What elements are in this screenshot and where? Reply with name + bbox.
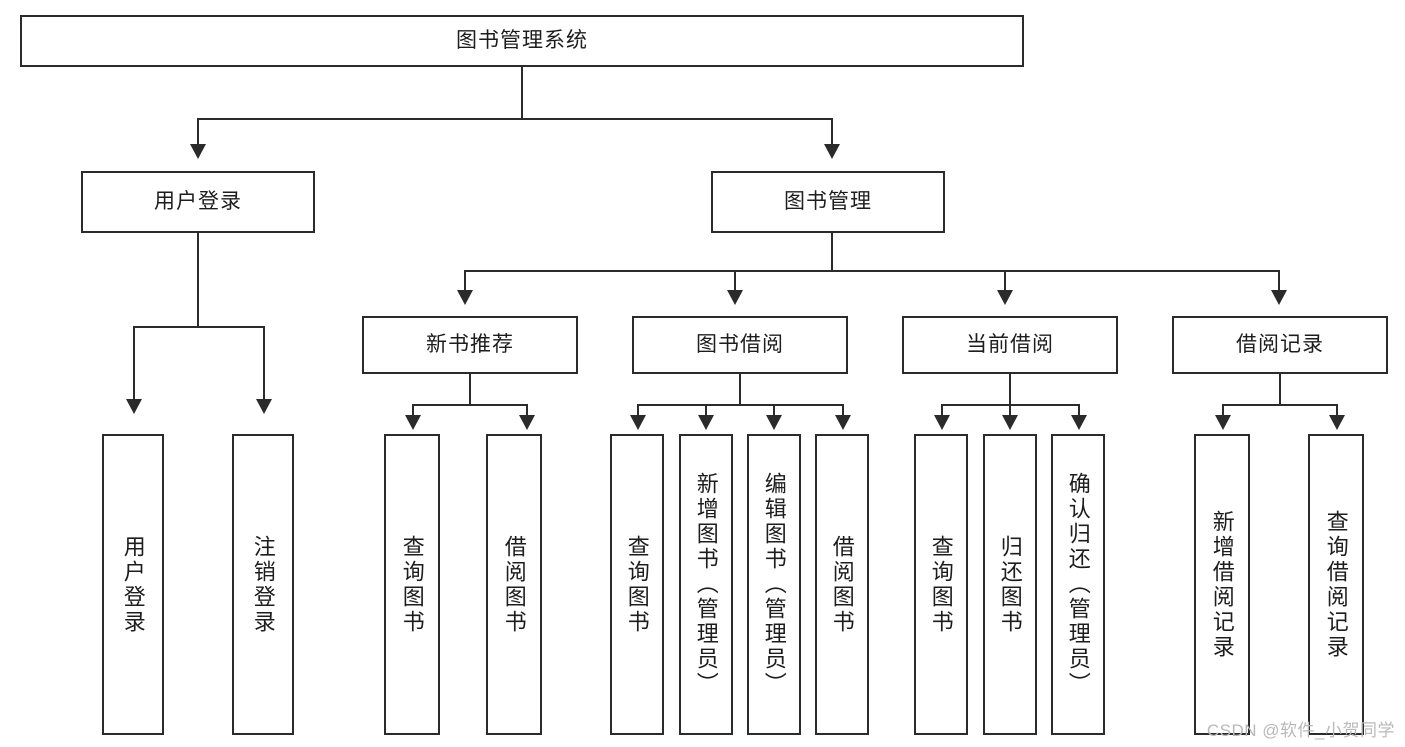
- node-label: 归还图书: [997, 534, 1023, 635]
- arrow-to-leaf-query-record: [1329, 415, 1345, 430]
- node-label: 新增借阅记录: [1209, 509, 1235, 660]
- arrow-to-leaf-user-login: [126, 399, 142, 414]
- node-label: 借阅图书: [829, 534, 855, 635]
- node-label: 借阅图书: [501, 534, 527, 635]
- edge-nbr-stem: [469, 374, 471, 406]
- node-leaf-user-logout[interactable]: 注销登录: [232, 434, 294, 735]
- node-leaf-return-book[interactable]: 归还图书: [983, 434, 1037, 735]
- arrow-to-borrow-record: [1271, 290, 1287, 305]
- edge-cb-stem: [1009, 374, 1011, 406]
- node-leaf-add-record[interactable]: 新增借阅记录: [1194, 434, 1250, 735]
- edge-br-drop-1: [1222, 404, 1224, 417]
- arrow-to-leaf-add-record: [1215, 415, 1231, 430]
- edge-bb-drop-4: [842, 404, 844, 417]
- arrow-to-current-borrow: [997, 290, 1013, 305]
- node-label: 图书管理系统: [456, 29, 588, 53]
- edge-root-to-book-manage: [831, 118, 833, 146]
- node-label: 图书借阅: [696, 333, 784, 357]
- edge-user-login-drop-1: [133, 326, 135, 401]
- edge-nbr-drop-2: [526, 404, 528, 417]
- node-label: 查询图书: [399, 534, 425, 635]
- node-leaf-borrow-book-2[interactable]: 借阅图书: [815, 434, 869, 735]
- node-label: 编辑图书（管理员）: [761, 472, 787, 697]
- edge-bb-drop-1: [637, 404, 639, 417]
- node-label: 用户登录: [154, 190, 242, 214]
- node-new-book-recommend[interactable]: 新书推荐: [362, 316, 578, 374]
- arrow-to-leaf-query-book-2: [630, 415, 646, 430]
- edge-root-to-user-login: [197, 118, 199, 146]
- arrow-to-leaf-query-book-1: [405, 415, 421, 430]
- arrow-to-leaf-borrow-book-2: [835, 415, 851, 430]
- node-leaf-query-record[interactable]: 查询借阅记录: [1308, 434, 1364, 735]
- edge-book-manage-stem: [831, 233, 833, 271]
- edge-cb-drop-3: [1078, 404, 1080, 417]
- arrow-to-leaf-add-book: [698, 415, 714, 430]
- node-user-login[interactable]: 用户登录: [81, 171, 315, 233]
- edge-cb-drop-1: [941, 404, 943, 417]
- node-leaf-add-book[interactable]: 新增图书（管理员）: [679, 434, 733, 735]
- node-borrow-record[interactable]: 借阅记录: [1172, 316, 1388, 374]
- node-leaf-query-book-2[interactable]: 查询图书: [610, 434, 664, 735]
- node-label: 确认归还（管理员）: [1065, 472, 1091, 697]
- edge-root-stem: [521, 67, 523, 119]
- node-book-borrow[interactable]: 图书借阅: [632, 316, 848, 374]
- node-leaf-user-login[interactable]: 用户登录: [102, 434, 164, 735]
- edge-bm-drop-2: [734, 270, 736, 292]
- arrow-to-leaf-edit-book: [766, 415, 782, 430]
- edge-book-manage-bus: [464, 270, 1280, 272]
- node-leaf-confirm-return[interactable]: 确认归还（管理员）: [1051, 434, 1105, 735]
- node-leaf-query-book-3[interactable]: 查询图书: [914, 434, 968, 735]
- edge-user-login-bus: [133, 326, 265, 328]
- node-label: 用户登录: [120, 534, 146, 635]
- node-leaf-edit-book[interactable]: 编辑图书（管理员）: [747, 434, 801, 735]
- edge-root-bus: [197, 118, 833, 120]
- edge-bb-bus: [637, 404, 844, 406]
- node-label: 借阅记录: [1236, 333, 1324, 357]
- node-current-borrow[interactable]: 当前借阅: [902, 316, 1118, 374]
- arrow-to-book-manage: [824, 144, 840, 159]
- arrow-to-leaf-confirm-return: [1071, 415, 1087, 430]
- node-label: 查询借阅记录: [1323, 509, 1349, 660]
- arrow-to-new-book-recommend: [457, 290, 473, 305]
- node-root-system[interactable]: 图书管理系统: [20, 15, 1024, 67]
- edge-user-login-stem: [197, 233, 199, 328]
- arrow-to-leaf-query-book-3: [934, 415, 950, 430]
- edge-nbr-drop-1: [412, 404, 414, 417]
- node-leaf-borrow-book-1[interactable]: 借阅图书: [486, 434, 542, 735]
- edge-br-drop-2: [1336, 404, 1338, 417]
- arrow-to-leaf-return-book: [1002, 415, 1018, 430]
- edge-br-stem: [1279, 374, 1281, 406]
- edge-bb-drop-3: [773, 404, 775, 417]
- node-book-manage[interactable]: 图书管理: [711, 171, 945, 233]
- edge-bm-drop-3: [1004, 270, 1006, 292]
- node-label: 新书推荐: [426, 333, 514, 357]
- node-label: 新增图书（管理员）: [693, 472, 719, 697]
- arrow-to-leaf-borrow-book-1: [519, 415, 535, 430]
- edge-bb-drop-2: [705, 404, 707, 417]
- edge-nbr-bus: [412, 404, 528, 406]
- edge-bb-stem: [739, 374, 741, 406]
- node-leaf-query-book-1[interactable]: 查询图书: [384, 434, 440, 735]
- node-label: 当前借阅: [966, 333, 1054, 357]
- arrow-to-book-borrow: [727, 290, 743, 305]
- edge-user-login-drop-2: [263, 326, 265, 401]
- node-label: 查询图书: [624, 534, 650, 635]
- csdn-watermark: CSDN @软件_小贺同学: [1206, 721, 1395, 740]
- edge-bm-drop-1: [464, 270, 466, 292]
- node-label: 图书管理: [784, 190, 872, 214]
- edge-cb-drop-2: [1009, 404, 1011, 417]
- edge-bm-drop-4: [1278, 270, 1280, 292]
- node-label: 查询图书: [928, 534, 954, 635]
- node-label: 注销登录: [250, 534, 276, 635]
- arrow-to-user-login: [190, 144, 206, 159]
- edge-br-bus: [1222, 404, 1338, 406]
- arrow-to-leaf-user-logout: [256, 399, 272, 414]
